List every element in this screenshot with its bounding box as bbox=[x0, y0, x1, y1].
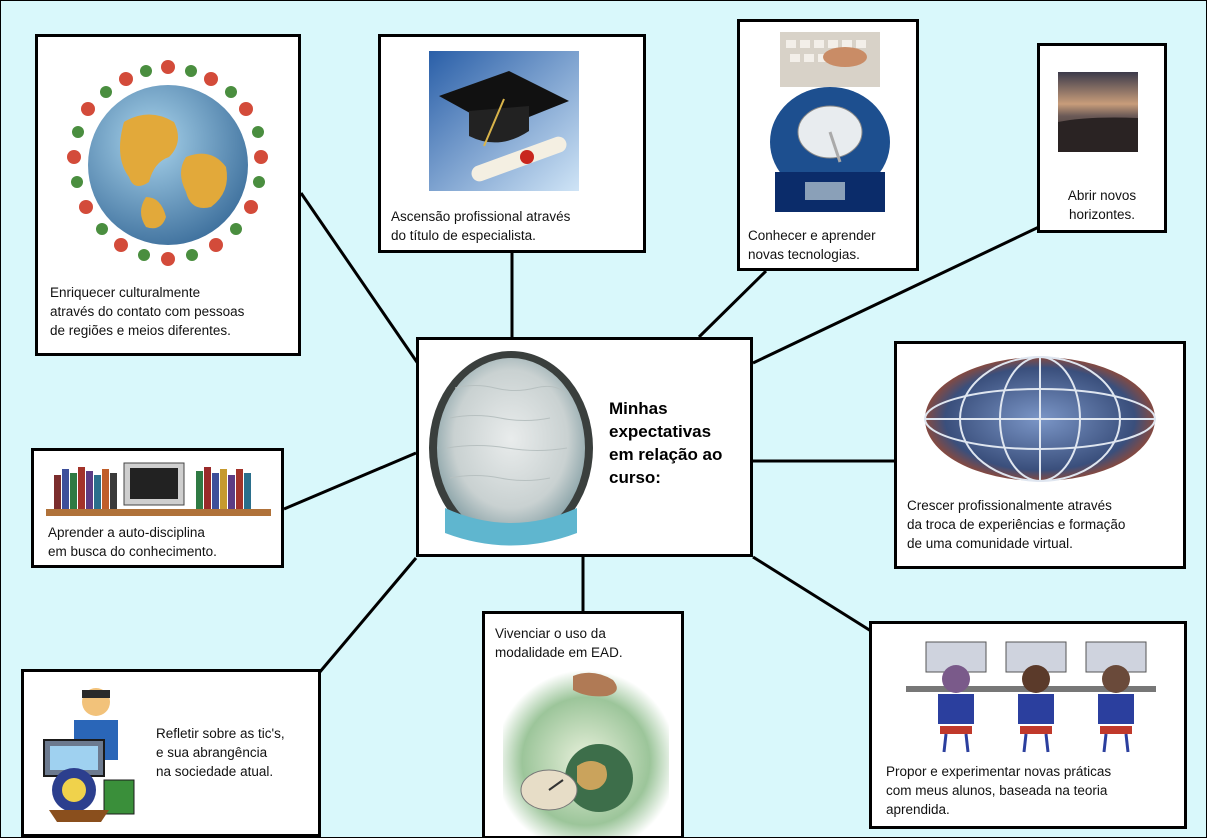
node-ead-text: Vivenciar o uso da modalidade em EAD. bbox=[495, 626, 623, 660]
node-horizontes: Abrir novos horizontes. bbox=[1037, 43, 1167, 233]
node-ead: Vivenciar o uso da modalidade em EAD. bbox=[482, 611, 684, 837]
node-ascensao-text: Ascensão profissional através do título … bbox=[391, 209, 571, 243]
virtual-community-globe-icon bbox=[924, 356, 1156, 482]
node-praticas-text: Propor e experimentar novas práticas com… bbox=[886, 764, 1112, 817]
connector-refletir bbox=[317, 557, 418, 674]
node-ascensao: Ascensão profissional através do título … bbox=[378, 34, 646, 253]
connector-enriquecer bbox=[299, 192, 423, 369]
node-tecnologias: Conhecer e aprender novas tecnologias. bbox=[737, 19, 919, 271]
center-title: Minhas expectativas em relação ao curso: bbox=[609, 399, 723, 487]
horizon-landscape-icon bbox=[1058, 72, 1138, 152]
children-around-globe-icon bbox=[67, 60, 268, 266]
center-node: Minhas expectativas em relação ao curso: bbox=[416, 337, 753, 557]
node-autodisciplina-text: Aprender a auto-disciplina em busca do c… bbox=[48, 525, 217, 559]
node-enriquecer: Enriquecer culturalmente através do cont… bbox=[35, 34, 301, 356]
computer-user-clipart-icon bbox=[43, 688, 135, 822]
node-refletir: Refletir sobre as tic's, e sua abrangênc… bbox=[21, 669, 321, 837]
connector-horizontes bbox=[752, 224, 1042, 365]
hand-globe-icon bbox=[503, 670, 669, 836]
graduation-cap-diploma-icon bbox=[429, 51, 579, 191]
node-horizontes-text: Abrir novos horizontes. bbox=[1067, 188, 1137, 222]
node-refletir-text: Refletir sobre as tic's, e sua abrangênc… bbox=[156, 726, 285, 779]
node-praticas: Propor e experimentar novas práticas com… bbox=[869, 621, 1187, 829]
connector-tecnologias bbox=[697, 269, 768, 339]
connector-autodisciplina bbox=[283, 451, 417, 511]
students-at-computers-icon bbox=[906, 641, 1156, 753]
node-tecnologias-text: Conhecer e aprender novas tecnologias. bbox=[748, 228, 876, 262]
node-crescer-text: Crescer profissionalmente através da tro… bbox=[907, 498, 1126, 551]
keyboard-satellite-icon bbox=[770, 32, 890, 212]
books-computer-icon bbox=[46, 462, 271, 516]
face-photo-oval-icon bbox=[429, 351, 593, 546]
node-crescer: Crescer profissionalmente através da tro… bbox=[894, 341, 1186, 569]
node-autodisciplina: Aprender a auto-disciplina em busca do c… bbox=[31, 448, 284, 568]
node-enriquecer-text: Enriquecer culturalmente através do cont… bbox=[50, 285, 245, 338]
connector-praticas bbox=[752, 555, 872, 633]
